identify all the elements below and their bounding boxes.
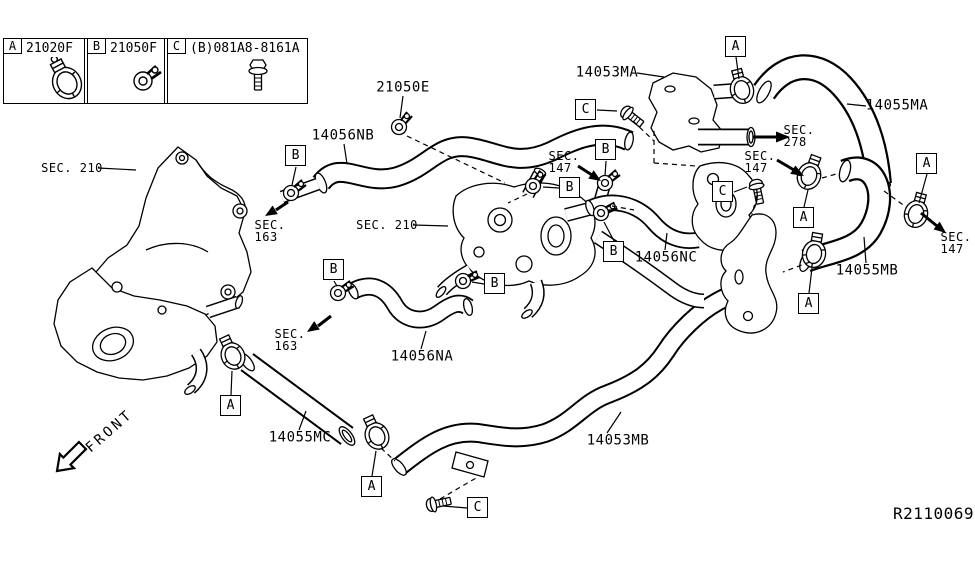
part-label-14056na: 14056NA [390, 348, 454, 365]
sec-ref-147-mid: SEC.147 [548, 149, 580, 175]
part-label-14056nb: 14056NB [311, 127, 375, 144]
part-label-14055mc: 14055MC [268, 429, 332, 446]
callout-a-5: A [220, 395, 241, 416]
legend-key-a: A [4, 39, 22, 54]
legend-table: A 21020F B 21050F [3, 38, 308, 104]
callout-b-6: B [484, 273, 505, 294]
sec-ref-147-right: SEC.147 [940, 230, 972, 256]
part-label-14055mb: 14055MB [835, 262, 899, 279]
flange-bolt-icon [617, 102, 648, 131]
part-label-14053mb: 14053MB [586, 432, 650, 449]
sec-ref-163-lower: SEC.163 [274, 327, 306, 353]
flange-bolt-icon [424, 492, 453, 514]
sec-ref-278: SEC.278 [783, 123, 815, 149]
sec-ref-210-left: SEC. 210 [41, 161, 103, 175]
legend-cell-b: B 21050F [84, 39, 164, 103]
hose-clamp-icon [900, 190, 934, 231]
callout-b-5: B [323, 259, 344, 280]
legend-code-a: 21020F [26, 41, 73, 56]
callout-b-4: B [603, 241, 624, 262]
sec-ref-163-upper: SEC.163 [254, 218, 286, 244]
hose-clamp-icon [724, 66, 758, 107]
hose-14053mb [391, 283, 753, 478]
part-label-14053ma: 14053MA [575, 64, 639, 81]
callout-a-3: A [793, 207, 814, 228]
legend-cell-c: C (B)081A8-8161A [164, 39, 307, 103]
thermostat-housing [435, 167, 612, 319]
leader-lines [97, 56, 928, 509]
callout-a-4: A [798, 293, 819, 314]
engine-assembly [53, 146, 321, 395]
hose-14056na [347, 277, 474, 329]
callout-a-6: A [361, 476, 382, 497]
legend-cell-a: A 21020F [4, 39, 84, 103]
hose-clamp-icon [357, 411, 394, 454]
callout-b-1: B [285, 145, 306, 166]
legend-key-c: C [168, 39, 186, 54]
callout-c-3: C [467, 497, 488, 518]
front-arrow-icon [55, 440, 88, 473]
sec-ref-147-top: SEC.147 [744, 149, 776, 175]
callout-a-2: A [916, 153, 937, 174]
part-label-14056nc: 14056NC [634, 249, 698, 266]
drawing-number: R2110069 [893, 504, 975, 523]
callout-a-1: A [725, 36, 746, 57]
callout-c-1: C [575, 99, 596, 120]
part-label-14055ma: 14055MA [865, 97, 929, 114]
section-arrows [265, 131, 946, 332]
callout-b-3: B [559, 177, 580, 198]
callout-b-2: B [595, 139, 616, 160]
spring-clamp-icon [596, 168, 622, 192]
legend-code-c: (B)081A8-8161A [190, 41, 300, 56]
hose-14056nb [312, 124, 634, 194]
spring-clamp-icon [387, 110, 417, 137]
legend-code-b: 21050F [110, 41, 157, 56]
dashed-lines [380, 120, 907, 500]
hose-14056nc [585, 194, 700, 249]
callout-c-2: C [712, 181, 733, 202]
part-label-21050e: 21050E [376, 79, 430, 96]
sec-ref-210-mid: SEC. 210 [356, 218, 418, 232]
legend-key-b: B [88, 39, 106, 54]
tube-14055mc [239, 352, 356, 446]
